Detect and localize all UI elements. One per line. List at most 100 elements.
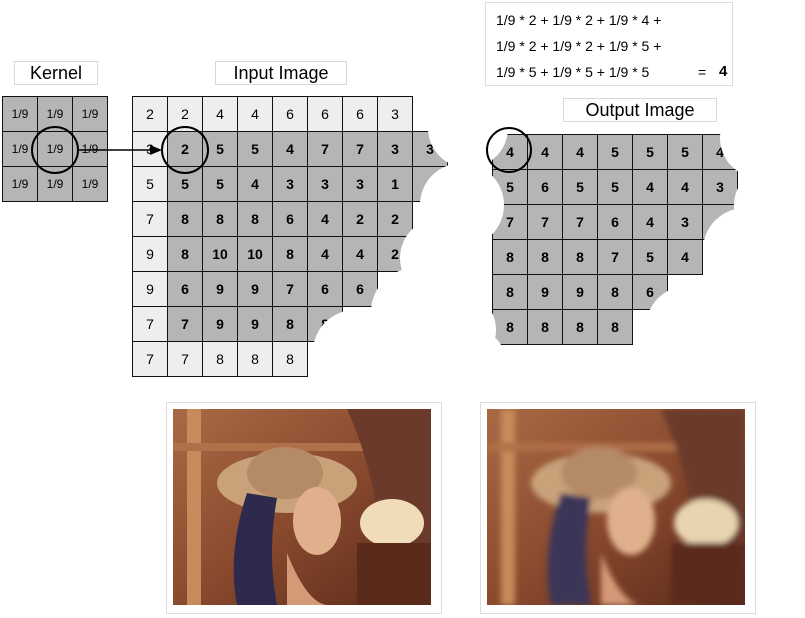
output-cell: 5 [597,169,633,205]
input-cell: 1 [377,166,413,202]
formula-box: 1/9 * 2 + 1/9 * 2 + 1/9 * 4 + 1/9 * 2 + … [485,2,733,86]
blurred-photo-frame [480,402,756,614]
input-cell: 8 [202,341,238,377]
output-cell: 6 [527,169,563,205]
output-cell: 5 [667,134,703,170]
input-cell: 8 [167,201,203,237]
input-cell: 4 [412,166,448,202]
formula-line-2: 1/9 * 2 + 1/9 * 2 + 1/9 * 5 + [496,38,662,54]
output-cell: 8 [492,274,528,310]
input-cell: 2 [342,201,378,237]
input-cell: 9 [202,306,238,342]
output-cell: 4 [632,169,668,205]
input-cell: 4 [307,201,343,237]
input-cell: 2 [167,131,203,167]
input-cell: 9 [202,271,238,307]
output-cell: 5 [562,169,598,205]
input-cell: 8 [237,201,273,237]
input-cell: 6 [272,96,308,132]
original-photo-frame [166,402,442,614]
output-cell: 8 [597,274,633,310]
input-cell: 3 [412,131,448,167]
output-cell: 6 [597,204,633,240]
kernel-cell: 1/9 [72,96,108,132]
formula-line-1: 1/9 * 2 + 1/9 * 2 + 1/9 * 4 + [496,12,662,28]
input-cell: 2 [377,201,413,237]
output-cell: 8 [527,239,563,275]
input-cell: 9 [237,306,273,342]
input-cell: 7 [307,131,343,167]
input-cell: 6 [272,201,308,237]
kernel-cell: 1/9 [2,131,38,167]
output-cell: 7 [562,204,598,240]
output-cell: 9 [562,274,598,310]
portrait-blurred-image [487,409,745,605]
input-cell: 8 [307,306,343,342]
input-cell: 3 [342,166,378,202]
input-cell: 5 [132,166,168,202]
input-cell: 7 [167,306,203,342]
formula-equals: = [698,64,707,80]
kernel-title: Kernel [14,61,98,85]
output-cell: 4 [632,204,668,240]
kernel-cell: 1/9 [37,96,73,132]
input-cell: 7 [167,341,203,377]
output-cell: 3 [702,169,738,205]
output-cell: 4 [562,134,598,170]
output-cell: 5 [632,239,668,275]
output-cell: 8 [492,309,528,345]
input-cell: 9 [237,271,273,307]
portrait-sharp-image [173,409,431,605]
input-cell: 3 [307,166,343,202]
input-cell: 6 [167,271,203,307]
output-cell: 8 [562,309,598,345]
output-cell: 8 [597,309,633,345]
formula-line-3: 1/9 * 5 + 1/9 * 5 + 1/9 * 5 [496,64,650,80]
input-cell: 8 [272,306,308,342]
kernel-cell: 1/9 [37,131,73,167]
input-cell: 10 [237,236,273,272]
output-cell: 4 [667,169,703,205]
output-cell: 5 [597,134,633,170]
input-cell: 7 [132,341,168,377]
input-cell: 3 [272,166,308,202]
output-cell: 7 [492,204,528,240]
output-cell: 7 [597,239,633,275]
kernel-cell: 1/9 [72,166,108,202]
input-cell: 6 [342,271,378,307]
input-cell: 9 [132,271,168,307]
kernel-cell: 1/9 [37,166,73,202]
input-cell: 3 [132,131,168,167]
kernel-cell: 1/9 [72,131,108,167]
output-cell: 4 [667,239,703,275]
output-cell: 3 [667,204,703,240]
output-cell: 3 [702,204,738,240]
input-cell: 6 [342,96,378,132]
input-cell: 6 [307,96,343,132]
formula-result: 4 [719,63,728,80]
output-cell: 8 [492,239,528,275]
input-image-title: Input Image [215,61,347,85]
input-cell: 5 [202,131,238,167]
kernel-cell: 1/9 [2,96,38,132]
input-cell: 2 [377,236,413,272]
input-cell: 8 [167,236,203,272]
output-cell: 8 [527,309,563,345]
input-cell: 5 [237,131,273,167]
output-cell: 8 [562,239,598,275]
